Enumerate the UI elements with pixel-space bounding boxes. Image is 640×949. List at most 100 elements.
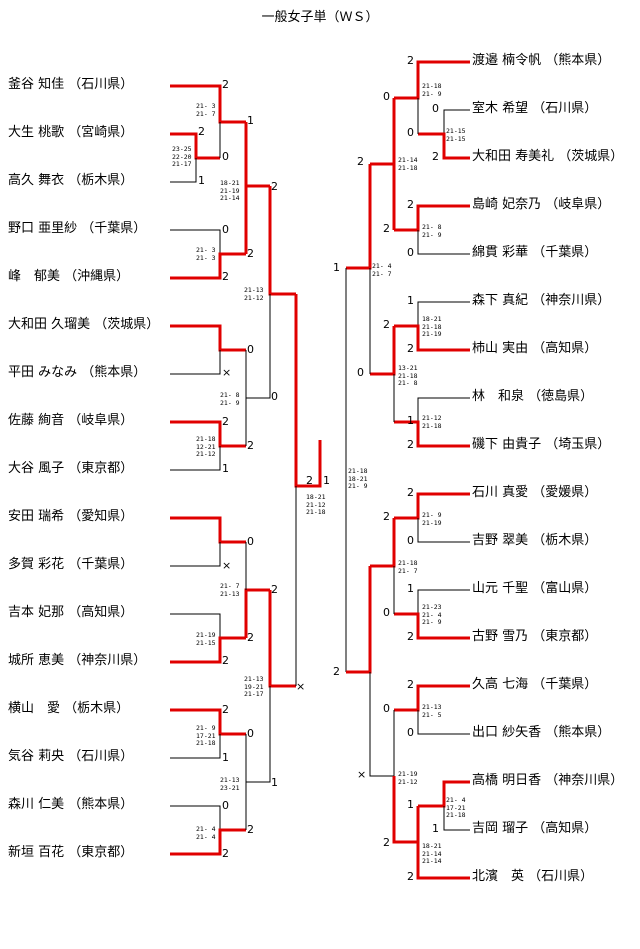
score-box: 21- 9 17-21 21-18 <box>196 724 216 747</box>
result-mark: 1 <box>407 414 414 427</box>
player-right-6: 杮山 実由 （高知県） <box>472 341 598 356</box>
result-mark: 2 <box>247 247 254 260</box>
player-right-5: 森下 真紀 （神奈川県） <box>472 293 611 308</box>
result-mark: 1 <box>247 114 254 127</box>
result-mark: 2 <box>222 654 229 667</box>
score-box: 21- 3 21- 3 <box>196 246 216 262</box>
bracket-line <box>443 109 470 134</box>
player-right-13: 久高 七海 （千葉県） <box>472 677 598 692</box>
bracket-line <box>418 780 470 808</box>
bracket-line <box>370 98 396 166</box>
result-mark: 0 <box>222 223 229 236</box>
player-left-7: 佐藤 絢音 （岐阜県） <box>8 413 134 428</box>
score-box: 18-21 21-19 21-14 <box>220 179 240 202</box>
result-mark: 2 <box>407 870 414 883</box>
player-left-8: 大谷 風子 （東京都） <box>8 461 134 476</box>
result-mark: × <box>222 559 232 572</box>
result-mark: 0 <box>383 606 390 619</box>
score-box: 21-23 21- 4 21- 9 <box>422 603 442 626</box>
score-box: 21-13 21-12 <box>244 286 264 302</box>
bracket-line <box>170 828 246 856</box>
score-box: 21- 9 21-19 <box>422 511 442 527</box>
score-box: 21- 3 21- 7 <box>196 102 216 118</box>
result-mark: 2 <box>432 150 439 163</box>
result-mark: 1 <box>407 294 414 307</box>
player-right-0: 渡邉 楠令帆 （熊本県） <box>472 53 611 68</box>
player-left-3: 野口 亜里紗 （千葉県） <box>8 221 147 236</box>
result-mark: 2 <box>222 415 229 428</box>
bracket-line <box>369 672 395 777</box>
player-left-14: 気谷 莉央 （石川県） <box>8 749 134 764</box>
result-mark: 1 <box>323 474 330 487</box>
player-left-12: 城所 恵美 （神奈川県） <box>8 653 147 668</box>
result-mark: 2 <box>222 78 229 91</box>
result-mark: 1 <box>407 582 414 595</box>
score-box: 13-21 21-18 21- 8 <box>398 364 418 387</box>
result-mark: 2 <box>271 583 278 596</box>
result-mark: 1 <box>198 174 205 187</box>
bracket-line <box>394 492 470 520</box>
result-mark: 2 <box>306 474 313 487</box>
result-mark: 0 <box>407 246 414 259</box>
bracket-line <box>394 684 470 712</box>
result-mark: 2 <box>247 631 254 644</box>
player-right-1: 室木 希望 （石川県） <box>472 101 598 116</box>
bracket-line <box>443 806 470 831</box>
result-mark: 0 <box>383 702 390 715</box>
result-mark: 2 <box>383 222 390 235</box>
bracket-line <box>170 516 246 544</box>
bracket-line <box>346 164 372 270</box>
bracket-line <box>370 518 396 568</box>
bracket-line <box>245 686 271 783</box>
bracket-line <box>417 230 470 255</box>
player-right-10: 吉野 翠美 （栃木県） <box>472 533 598 548</box>
bracket-line <box>394 420 470 448</box>
player-right-8: 磯下 由貴子 （埼玉県） <box>472 437 611 452</box>
score-box: 21-18 21- 7 <box>398 559 418 575</box>
bracket-line <box>170 252 246 280</box>
bracket-line <box>170 324 246 352</box>
result-mark: 2 <box>247 823 254 836</box>
bracket-line <box>244 122 270 188</box>
bracket-line <box>170 613 221 638</box>
score-box: 21- 4 21- 7 <box>372 262 392 278</box>
bracket-line <box>170 734 221 759</box>
bracket-line <box>170 805 221 830</box>
bracket-line <box>394 60 470 100</box>
result-mark: 2 <box>333 665 340 678</box>
result-mark: 0 <box>271 390 278 403</box>
bracket-line <box>392 776 418 844</box>
result-mark: × <box>296 680 306 693</box>
bracket-line <box>170 446 221 471</box>
bracket-line <box>170 708 246 736</box>
result-mark: 1 <box>407 798 414 811</box>
player-right-7: 林 和泉 （徳島県） <box>472 389 594 404</box>
page-title: 一般女子単（ＷＳ） <box>261 10 379 25</box>
bracket-line <box>417 518 470 543</box>
player-left-0: 釜谷 知佳 （石川県） <box>8 77 134 92</box>
score-box: 18-21 21-12 21-18 <box>306 493 326 516</box>
result-mark: 2 <box>271 180 278 193</box>
result-mark: × <box>222 366 232 379</box>
player-right-15: 高橋 明日香 （神奈川県） <box>472 773 624 788</box>
player-left-6: 平田 みなみ （熊本県） <box>8 365 147 380</box>
player-left-1: 大生 桃歌 （宮崎県） <box>8 125 134 140</box>
player-right-17: 北濱 英 （石川県） <box>472 869 594 884</box>
result-mark: 0 <box>357 366 364 379</box>
player-right-11: 山元 千聖 （富山県） <box>472 581 598 596</box>
score-box: 21-18 18-21 21- 9 <box>348 467 368 490</box>
result-mark: 2 <box>407 438 414 451</box>
score-box: 21- 4 17-21 21-18 <box>446 796 466 819</box>
score-box: 18-21 21-14 21-14 <box>422 842 442 865</box>
player-right-16: 吉岡 瑠子 （高知県） <box>472 821 598 836</box>
score-box: 21- 7 21-13 <box>220 582 240 598</box>
result-mark: 2 <box>407 54 414 67</box>
bracket-line <box>170 350 221 375</box>
result-mark: 2 <box>407 678 414 691</box>
bracket-line <box>417 397 470 422</box>
result-mark: 0 <box>407 534 414 547</box>
result-mark: 0 <box>407 726 414 739</box>
score-box: 21-19 21-12 <box>398 770 418 786</box>
score-box: 21-18 12-21 21-12 <box>196 435 216 458</box>
